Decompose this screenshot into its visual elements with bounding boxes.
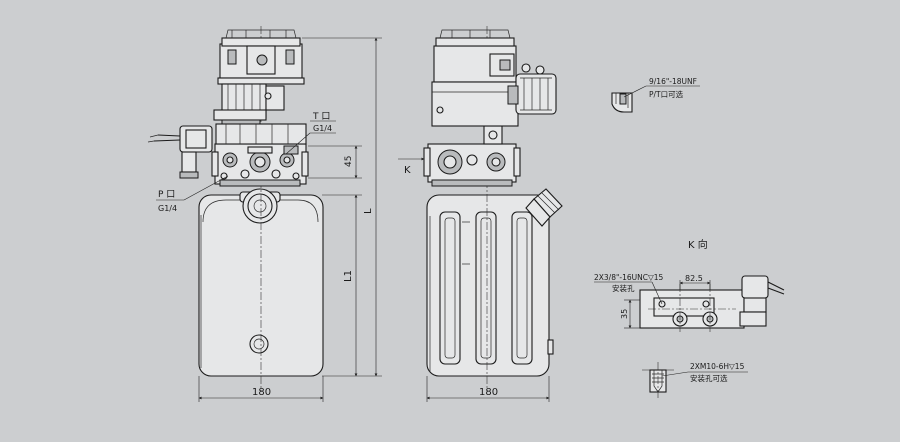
filler-cap [239,188,281,224]
side-view: K 180 [398,26,563,402]
dim-35: 35 [620,309,629,319]
dim-L: L [363,208,374,214]
mount-spec-note: 安装孔 [612,283,635,293]
dim-180-side: 180 [479,387,498,398]
pt-port-detail: 9/16"-18UNF P/T口可选 [611,77,700,113]
alt-mount-spec: 2XM10-6H▽15 [690,362,745,371]
k-view-arrow: K [398,157,425,176]
side-width-dimension: 180 [426,376,550,402]
front-view: T 口 G1/4 P 口 G1/4 45 L1 L [147,26,382,402]
alt-mount-detail: 2XM10-6H▽15 安装孔可选 [642,362,748,398]
side-tank-ribs [439,211,533,365]
dim-45: 45 [344,156,354,167]
side-manifold [423,125,521,187]
front-vertical-dimensions: 45 L1 L [302,37,382,377]
k-view: K 向 82.5 35 2X3/8"-16UNC▽15 安装孔 [594,238,785,332]
pt-thread-spec: 9/16"-18UNF [649,77,697,86]
t-port-callout: T 口 G1/4 [285,112,336,155]
dim-82-5: 82.5 [685,274,703,283]
t-port-label: T 口 [312,112,330,122]
level-sight-glass [249,334,269,354]
p-port-callout: P 口 G1/4 [156,175,229,213]
front-manifold [211,143,309,187]
side-solenoid-valve [507,63,557,115]
side-motor [431,29,519,127]
p-port-label: P 口 [158,190,175,200]
t-port-thread: G1/4 [313,124,332,133]
pt-port-option: P/T口可选 [649,89,684,99]
p-port-thread: G1/4 [158,204,177,213]
front-solenoid-valve [147,125,213,179]
side-breather-cap [525,188,563,227]
k-view-title: K 向 [688,238,708,251]
k-view-label: K [404,165,411,176]
mount-spec: 2X3/8"-16UNC▽15 [594,273,664,282]
alt-mount-note: 安装孔可选 [690,373,728,383]
dim-L1: L1 [343,270,354,282]
front-width-dimension: 180 [198,376,324,402]
front-motor [213,29,307,145]
dim-180-front: 180 [252,387,271,398]
